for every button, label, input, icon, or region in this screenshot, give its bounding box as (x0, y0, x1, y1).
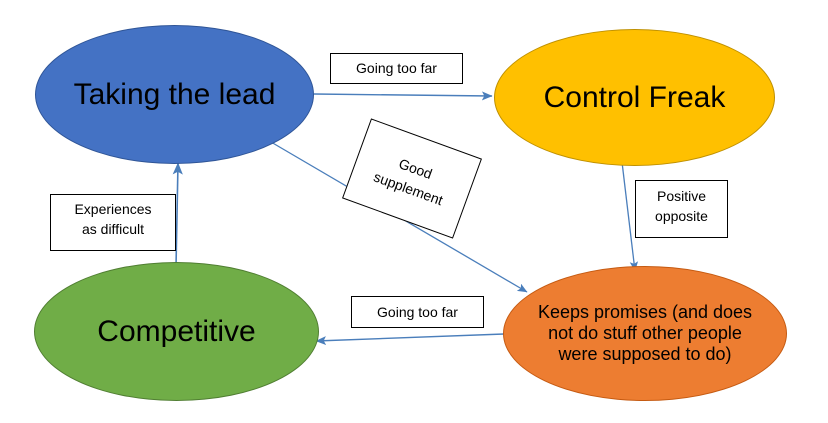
edge-control-to-promises (621, 161, 639, 272)
edge-promises-to-competitive (315, 333, 505, 346)
edge-label-good-supplement[interactable]: Good supplement (342, 118, 482, 239)
edge-label-going-too-far-top-text: Going too far (356, 60, 437, 77)
node-competitive[interactable]: Competitive (34, 262, 319, 401)
node-control-freak[interactable]: Control Freak (494, 29, 775, 166)
edge-label-experiences-as-difficult-text: Experiences as difficult (74, 201, 152, 238)
edge-label-positive-opposite-text: Positive opposite (655, 188, 708, 225)
node-taking-the-lead-label: Taking the lead (73, 77, 276, 111)
node-taking-the-lead[interactable]: Taking the lead (35, 25, 314, 164)
edge-competitive-to-lead (172, 162, 183, 268)
edge-label-good-supplement-text: Good supplement (371, 155, 446, 208)
edge-label-positive-opposite[interactable]: Positive opposite (635, 180, 728, 238)
edge-label-going-too-far-top[interactable]: Going too far (330, 53, 463, 84)
edge-label-going-too-far-bottom[interactable]: Going too far (351, 296, 484, 328)
edge-label-going-too-far-bottom-text: Going too far (377, 303, 458, 320)
node-competitive-label: Competitive (97, 314, 256, 348)
node-keeps-promises[interactable]: Keeps promises (and does not do stuff ot… (503, 266, 787, 401)
node-keeps-promises-label: Keeps promises (and does not do stuff ot… (537, 301, 753, 365)
edge-lead-to-control (313, 91, 493, 101)
node-control-freak-label: Control Freak (543, 80, 726, 114)
edge-label-experiences-as-difficult[interactable]: Experiences as difficult (50, 194, 176, 251)
